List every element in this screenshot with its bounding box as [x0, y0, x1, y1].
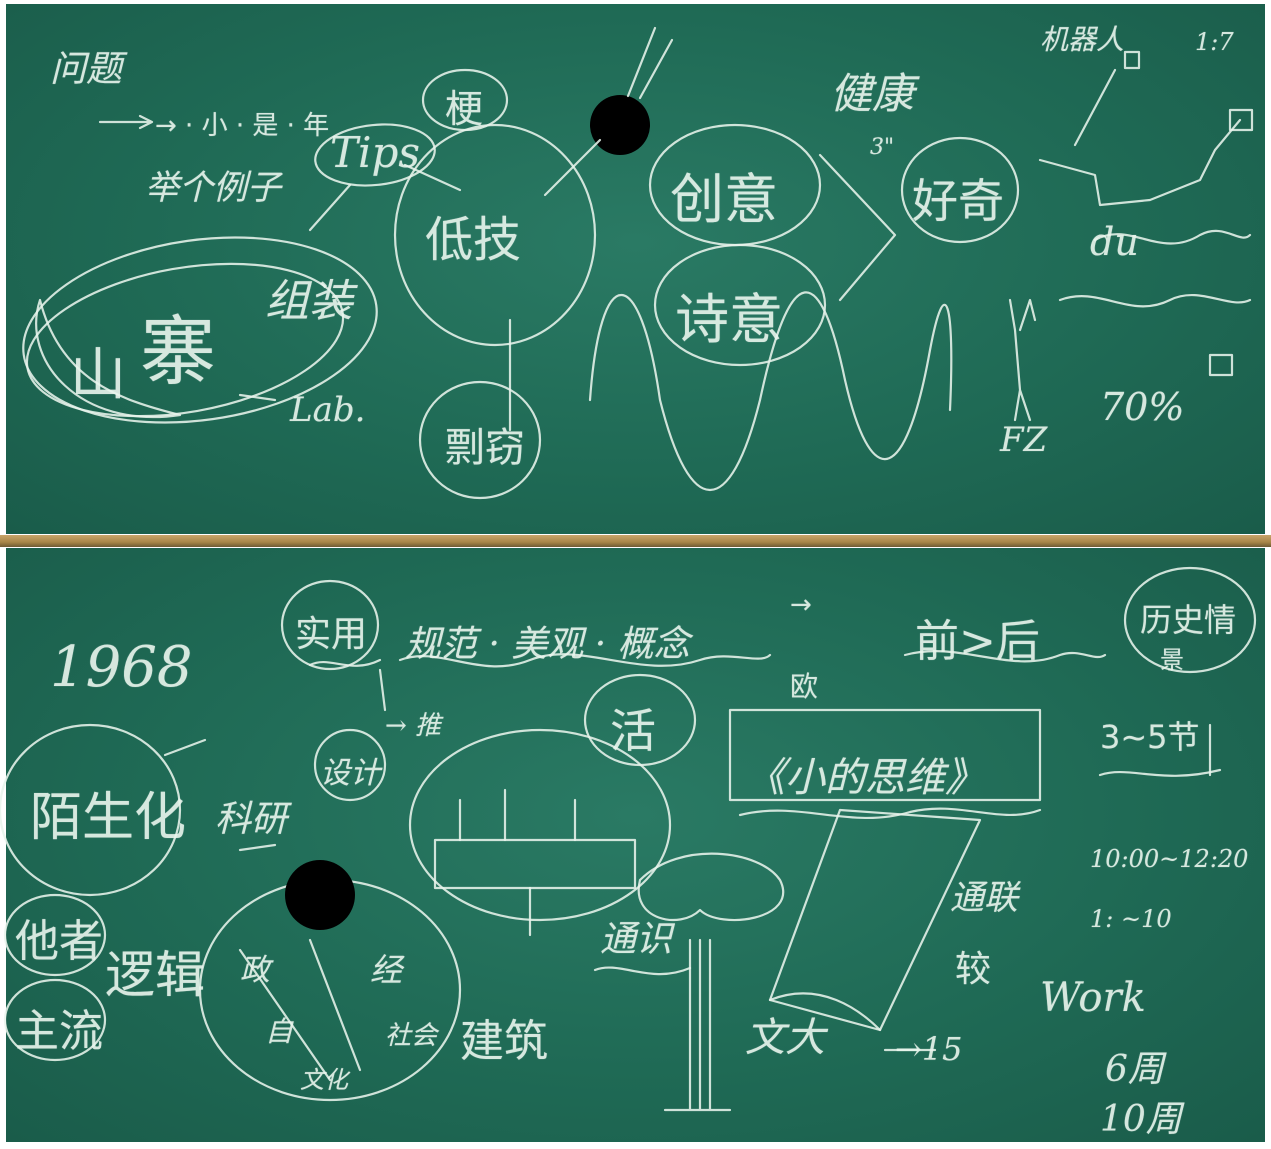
text-jiqiren: 机器人 [1040, 23, 1125, 56]
text-haoqi: 好奇 [912, 174, 1004, 228]
text-keyan: 科研 [215, 799, 288, 840]
text-pie-seg2: 自 [265, 1015, 294, 1048]
text-chuangyi: 创意 [670, 168, 778, 231]
text-lab: Lab. [290, 390, 366, 430]
text-pie-seg1: 政 [240, 953, 270, 988]
text-gen: 梗 [445, 87, 484, 131]
text-pie-seg4: 经 [370, 951, 403, 989]
text-du: du [1090, 220, 1139, 264]
text-zhai: 寨 [140, 307, 216, 396]
text-arrow-small: → [790, 590, 812, 620]
text-pie-seg5: 社会 [385, 1021, 438, 1051]
text-year: 1968 [50, 635, 193, 700]
text-arrow-note: → · 小 · 是 · 年 [155, 111, 330, 141]
text-huo: 活 [610, 704, 656, 758]
text-lishi-jing: 景 [1160, 646, 1184, 674]
text-shan: 山 [70, 343, 126, 408]
text-pie-seg3: 文化 [300, 1066, 348, 1094]
text-weeks10: 10周 [1100, 1099, 1182, 1140]
chalk-tray [0, 535, 1271, 547]
text-jugelizi: 举个例子 [145, 168, 281, 208]
text-fz: FZ [1000, 420, 1048, 460]
text-zhuliu: 主流 [15, 1006, 103, 1057]
text-jiao: 较 [955, 949, 992, 990]
text-tui: → 推 [385, 711, 442, 741]
text-shiyi: 诗意 [675, 288, 783, 351]
text-jiujing: 健康 [830, 69, 915, 118]
text-tips: Tips [330, 128, 420, 177]
text-time-a: 10:00~12:20 [1090, 845, 1249, 873]
text-wenda: 文大 [745, 1015, 825, 1061]
chalkboard-top-panel [6, 4, 1265, 534]
text-top-line: 规范 · 美观 · 概念 [405, 624, 690, 665]
text-tongshi: 通识 [600, 919, 673, 960]
text-qianhou: 前>后 [915, 616, 1040, 667]
text-tonglian: 通联 [950, 878, 1018, 918]
text-jianzhu: 建筑 [460, 1016, 548, 1067]
text-shiyong: 实用 [295, 614, 368, 655]
text-top-right-note: 1:7 [1195, 28, 1234, 56]
text-jiujing-note: 3" [870, 135, 895, 160]
text-baodao: 剽窃 [445, 425, 525, 471]
text-lishi-qing: 历史情 [1140, 601, 1237, 639]
text-tazhe: 他者 [15, 916, 103, 967]
text-diji: 低技 [425, 212, 522, 268]
text-luoji: 逻辑 [105, 946, 205, 1004]
text-schedule: 3~5节 [1100, 718, 1200, 756]
text-ou: 欧 [790, 670, 819, 703]
text-work: Work [1040, 975, 1146, 1021]
text-wenti: 问题 [50, 49, 123, 90]
text-time-b: 1: ~10 [1090, 905, 1172, 933]
text-sheji: 设计 [320, 756, 380, 791]
text-weeks6: 6周 [1105, 1049, 1164, 1090]
text-zuzhuang: 组装 [265, 276, 353, 327]
text-guizhu: 陌生化 [30, 788, 187, 848]
text-xiaoquote: 《小的思维》 [745, 755, 985, 801]
text-pct: 70% [1100, 385, 1185, 429]
text-fifteen: →15 [895, 1030, 963, 1068]
